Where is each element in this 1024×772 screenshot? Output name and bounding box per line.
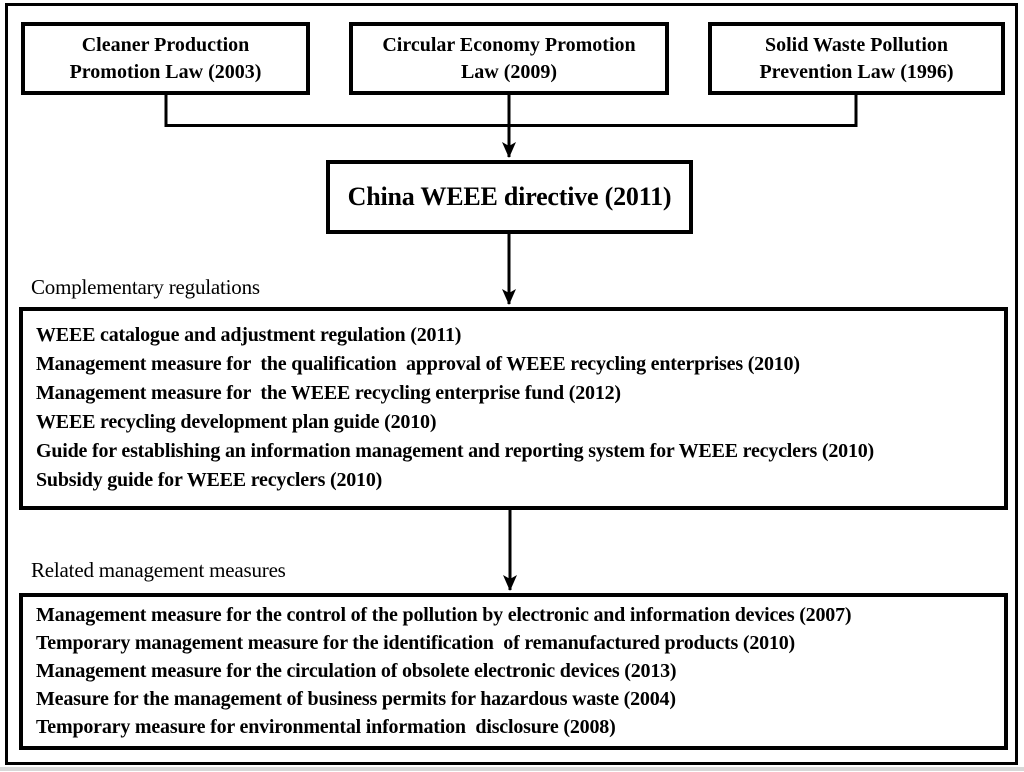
list-item: Management measure for the qualification…	[36, 353, 800, 375]
outer-frame	[5, 3, 1018, 765]
list-item: Management measure for the WEEE recyclin…	[36, 382, 621, 404]
bottom-edge-strip	[0, 767, 1024, 771]
complementary-box: WEEE catalogue and adjustment regulation…	[19, 307, 1008, 510]
list-item: WEEE catalogue and adjustment regulation…	[36, 324, 462, 346]
related-heading: Related management measures	[31, 558, 286, 582]
list-item: Management measure for the control of th…	[36, 604, 852, 626]
law-box-solid-waste: Solid Waste Pollution Prevention Law (19…	[708, 22, 1005, 95]
merge-connector	[164, 93, 858, 127]
directive-box: China WEEE directive (2011)	[326, 160, 693, 234]
list-item: Measure for the management of business p…	[36, 688, 676, 710]
law-box-cleaner-production: Cleaner Production Promotion Law (2003)	[21, 22, 310, 95]
list-item: Temporary measure for environmental info…	[36, 716, 616, 738]
law-box-circular-economy: Circular Economy Promotion Law (2009)	[349, 22, 669, 95]
complementary-heading: Complementary regulations	[31, 275, 260, 299]
list-item: Management measure for the circulation o…	[36, 660, 677, 682]
related-box: Management measure for the control of th…	[19, 593, 1008, 750]
list-item: Guide for establishing an information ma…	[36, 440, 875, 462]
list-item: Temporary management measure for the ide…	[36, 632, 796, 654]
list-item: Subsidy guide for WEEE recyclers (2010)	[36, 469, 383, 491]
list-item: WEEE recycling development plan guide (2…	[36, 411, 437, 433]
